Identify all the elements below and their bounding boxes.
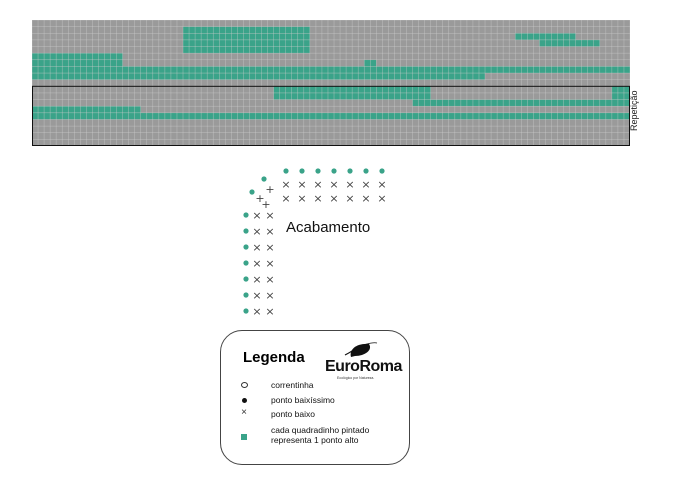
filled-stitch-block [183,26,310,34]
stitch-cross: × [265,273,274,286]
filled-stitch-block [611,86,630,93]
stitch-cross: × [252,241,261,254]
stitch-dot [261,176,267,182]
stitch-cross: × [265,257,274,270]
filled-stitch-block [32,53,123,60]
stitch-dot [243,212,249,218]
stitch-dot [283,168,289,174]
stitch-dot [299,168,305,174]
legend-box: Legenda EuroRoma Ecológico por Natureza.… [220,330,410,465]
stitch-cross: × [345,192,354,205]
leaf-icon [344,342,378,357]
filled-stitch-block [183,39,310,47]
stitch-dot [347,168,353,174]
repeat-label: Repetição [629,90,639,132]
stitch-dot [243,228,249,234]
filled-stitch-block [32,59,123,67]
square-icon [239,432,249,442]
filled-stitch-block [32,112,630,120]
stitch-cross: × [265,241,274,254]
stitch-cross: × [281,192,290,205]
stitch-cross: × [252,209,261,222]
stitch-cross: × [297,178,306,191]
stitch-cross: + [265,183,274,196]
stitch-cross: × [313,178,322,191]
pattern-grid [32,20,630,146]
stitch-cross: × [265,289,274,302]
cross-icon: × [241,407,247,418]
stitch-dot [243,260,249,266]
stitch-cross: × [265,225,274,238]
legend-label: ponto baixo [271,409,315,419]
finish-stitch-diagram: ××××××××××××××+++×××××××××××××× [243,168,387,318]
stitch-cross: × [313,192,322,205]
stitch-dot [331,168,337,174]
stitch-cross: × [297,192,306,205]
repeat-frame [32,85,630,146]
stitch-cross: × [281,178,290,191]
stitch-cross: × [265,305,274,318]
brand-name: EuroRoma [325,358,402,375]
stitch-dot [243,308,249,314]
stitch-cross: × [377,192,386,205]
open-oval-icon [239,380,249,390]
stitch-cross: × [252,257,261,270]
stitch-dot [315,168,321,174]
stitch-cross: × [252,289,261,302]
filled-stitch-block [183,33,310,40]
stitch-cross: × [377,178,386,191]
grid-lines [32,20,630,146]
grid-background [32,20,630,146]
stitch-cross: × [329,178,338,191]
stitch-dot [379,168,385,174]
stitch-cross: × [252,225,261,238]
stitch-dot [243,276,249,282]
stitch-cross: + [255,192,264,205]
stitch-cross: × [329,192,338,205]
stitch-dot [243,244,249,250]
legend-label: correntinha [271,380,314,390]
stitch-cross: + [261,198,270,211]
filled-dot-icon [239,395,249,405]
stitch-cross: × [361,192,370,205]
filled-stitch-block [32,66,630,74]
legend-label: ponto baixíssimo [271,395,335,405]
filled-stitch-block [32,73,486,80]
legend-label: cada quadradinho pintado representa 1 po… [271,425,370,445]
brand-logo: EuroRoma Ecológico por Natureza. [325,341,405,381]
legend-title: Legenda [243,349,305,366]
brand-tagline: Ecológico por Natureza. [337,376,375,380]
filled-stitch-block [183,46,310,54]
stitch-cross: × [265,209,274,222]
stitch-cross: × [252,273,261,286]
finish-label: Acabamento [286,219,371,236]
filled-stitch-block [611,92,630,100]
stitch-cross: × [252,305,261,318]
stitch-cross: × [361,178,370,191]
stitch-dot [363,168,369,174]
stitch-dot [243,292,249,298]
stitch-dot [249,189,255,195]
stitch-cross: × [345,178,354,191]
